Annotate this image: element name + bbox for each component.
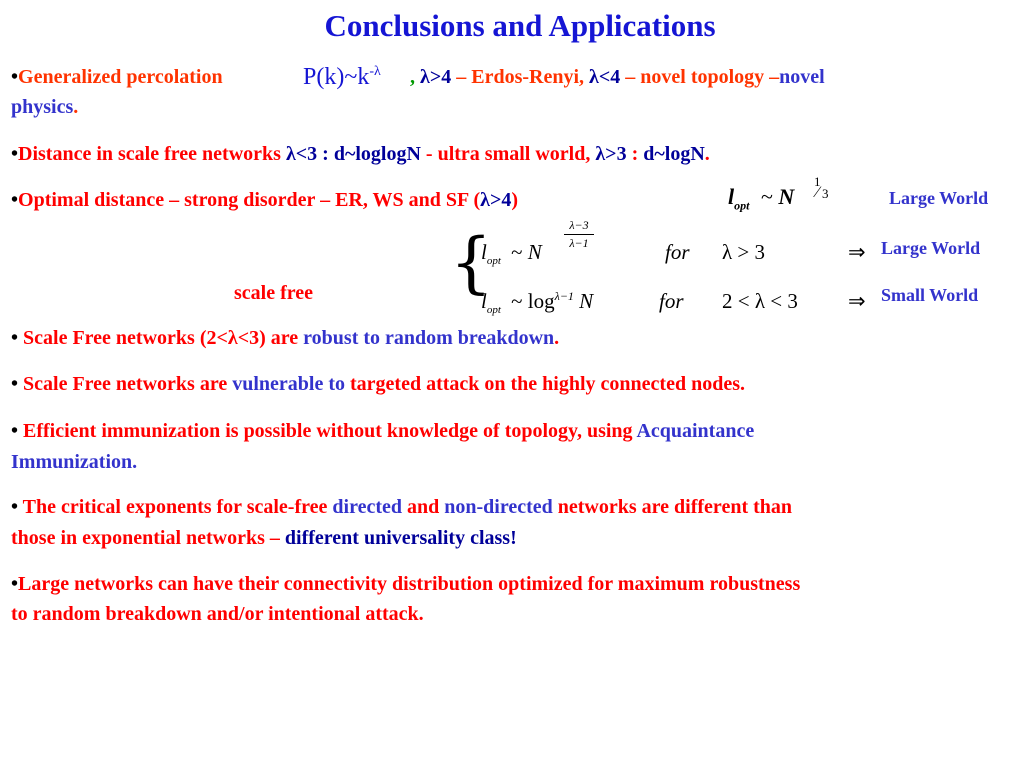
formula-text: P(k)~k — [303, 64, 370, 90]
text: Optimal distance – strong disorder – ER,… — [18, 189, 481, 211]
implies-arrow-1: ⇒ — [848, 240, 866, 264]
log-word: log — [527, 289, 555, 313]
non-directed-text: non-directed — [444, 496, 553, 518]
left-brace: { — [450, 224, 492, 301]
fraction-bar — [564, 234, 594, 235]
exp-den-wrap: 3 — [822, 186, 829, 202]
novel-topology-text: – novel topology – — [620, 66, 780, 88]
lopt-row1-lhs: lopt ~ N — [481, 240, 542, 267]
slide-title: Conclusions and Applications — [324, 8, 716, 43]
loglog-text: d~loglogN — [333, 143, 421, 165]
and-text: and — [402, 496, 445, 518]
condition-row1: λ > 3 — [722, 240, 766, 264]
bullet-generalized-percolation: •Generalized percolation — [11, 66, 223, 89]
formula-exponent: -λ — [369, 64, 381, 79]
tilde: ~ — [511, 289, 523, 313]
exp-num: 1 — [814, 174, 821, 189]
N-symbol: N — [778, 184, 795, 209]
for-word-1: for — [665, 240, 690, 264]
robust-text: robust to random breakdown — [303, 327, 555, 349]
critical-exponents-line-2: those in exponential networks – differen… — [11, 527, 517, 550]
colon: : — [626, 143, 644, 165]
lambda-gt-3: λ>3 — [595, 143, 627, 165]
bullet-dot: • — [11, 189, 19, 211]
lambda-gt-4: λ>4 — [420, 66, 452, 88]
bullet-robust: • Scale Free networks (2<λ<3) are robust… — [11, 327, 559, 350]
exp-den: 3 — [822, 186, 829, 201]
exp-slash: ⁄ — [816, 184, 819, 201]
lopt-er-formula: lopt ~ N — [728, 184, 794, 213]
exp-num: λ−3 — [569, 218, 589, 232]
physics-text: physics — [11, 96, 74, 118]
l-symbol: l — [728, 184, 735, 209]
text: Scale Free networks (2<λ<3) are — [23, 327, 304, 349]
degree-distribution-formula: P(k)~k-λ — [303, 64, 381, 91]
N-symbol: N — [579, 289, 594, 313]
tilde: ~ — [760, 184, 773, 209]
lopt-row2-lhs: lopt ~ logλ−1 N — [481, 289, 593, 316]
N-symbol: N — [527, 240, 542, 264]
bullet-immunization: • Efficient immunization is possible wit… — [11, 420, 754, 443]
bullet-dot: • — [11, 66, 19, 88]
lambda-gt-4: λ>4 — [480, 189, 512, 211]
for-word-2: for — [659, 289, 684, 313]
bullet-dot: • — [11, 420, 19, 442]
bullet-dot: • — [11, 373, 19, 395]
bullet-dot: • — [11, 143, 19, 165]
small-world-label: Small World — [881, 285, 979, 305]
bullet-dot: • — [11, 573, 19, 595]
condition-row2: 2 < λ < 3 — [722, 289, 798, 313]
text: Distance in scale free networks — [18, 143, 286, 165]
opt-subscript: opt — [734, 198, 750, 213]
bullet-vulnerable: • Scale Free networks are vulnerable to … — [11, 373, 745, 396]
period: . — [73, 96, 79, 118]
period: . — [554, 327, 560, 349]
comma: , — [410, 66, 415, 88]
large-networks-line-2: to random breakdown and/or intentional a… — [11, 603, 424, 625]
text: Generalized percolation — [18, 66, 223, 88]
immunization-line-2: Immunization. — [11, 451, 138, 473]
universality-text: different universality class! — [284, 527, 517, 549]
l-symbol: l — [481, 289, 487, 313]
close-paren: ) — [511, 189, 519, 211]
exponential-text: those in exponential networks – — [11, 527, 285, 549]
bullet-critical-exponents: • The critical exponents for scale-free … — [11, 496, 792, 519]
text: Scale Free networks are — [23, 373, 233, 395]
opt-subscript: opt — [486, 255, 501, 268]
text: Large networks can have their connectivi… — [18, 573, 801, 595]
tilde: ~ — [511, 240, 523, 264]
bullet-dot: • — [11, 496, 19, 518]
novel-text: novel — [779, 66, 825, 88]
bullet-1-continuation: , λ>4 – Erdos-Renyi, λ<4 – novel topolog… — [410, 66, 825, 89]
exp-one-third: 1 — [814, 174, 821, 190]
implies-arrow-2: ⇒ — [848, 289, 866, 313]
acquaintance-text: Acquaintance — [636, 420, 755, 442]
directed-text: directed — [332, 496, 402, 518]
ultra-small-text: - ultra small world, — [420, 143, 596, 165]
bullet-dot: • — [11, 327, 19, 349]
bullet-optimal-distance: •Optimal distance – strong disorder – ER… — [11, 189, 518, 212]
vulnerable-text: vulnerable to — [232, 373, 345, 395]
period: . — [704, 143, 710, 165]
text: Efficient immunization is possible witho… — [23, 420, 637, 442]
lambda-lt-3: λ<3 : — [285, 143, 334, 165]
erdos-renyi-text: – Erdos-Renyi, — [451, 66, 590, 88]
lambda-lt-4: λ<4 — [589, 66, 621, 88]
large-world-label-2: Large World — [881, 238, 981, 258]
opt-subscript: opt — [486, 304, 501, 317]
log-exponent: λ−1 — [554, 289, 574, 303]
different-than-text: networks are different than — [552, 496, 793, 518]
targeted-text: targeted attack on the highly connected … — [345, 373, 745, 395]
bullet-1-line-2: physics. — [11, 96, 78, 119]
l-symbol: l — [481, 240, 487, 264]
bullet-distance-scale-free: •Distance in scale free networks λ<3 : d… — [11, 143, 710, 166]
scale-free-label: scale free — [234, 282, 314, 304]
bullet-large-networks: •Large networks can have their connectiv… — [11, 573, 800, 596]
logN-text: d~logN — [643, 143, 705, 165]
text: The critical exponents for scale-free — [22, 496, 333, 518]
row1-exponent-fraction: λ−3 λ−1 — [564, 218, 594, 251]
exp-den: λ−1 — [569, 236, 589, 250]
large-world-label-1: Large World — [889, 188, 989, 208]
